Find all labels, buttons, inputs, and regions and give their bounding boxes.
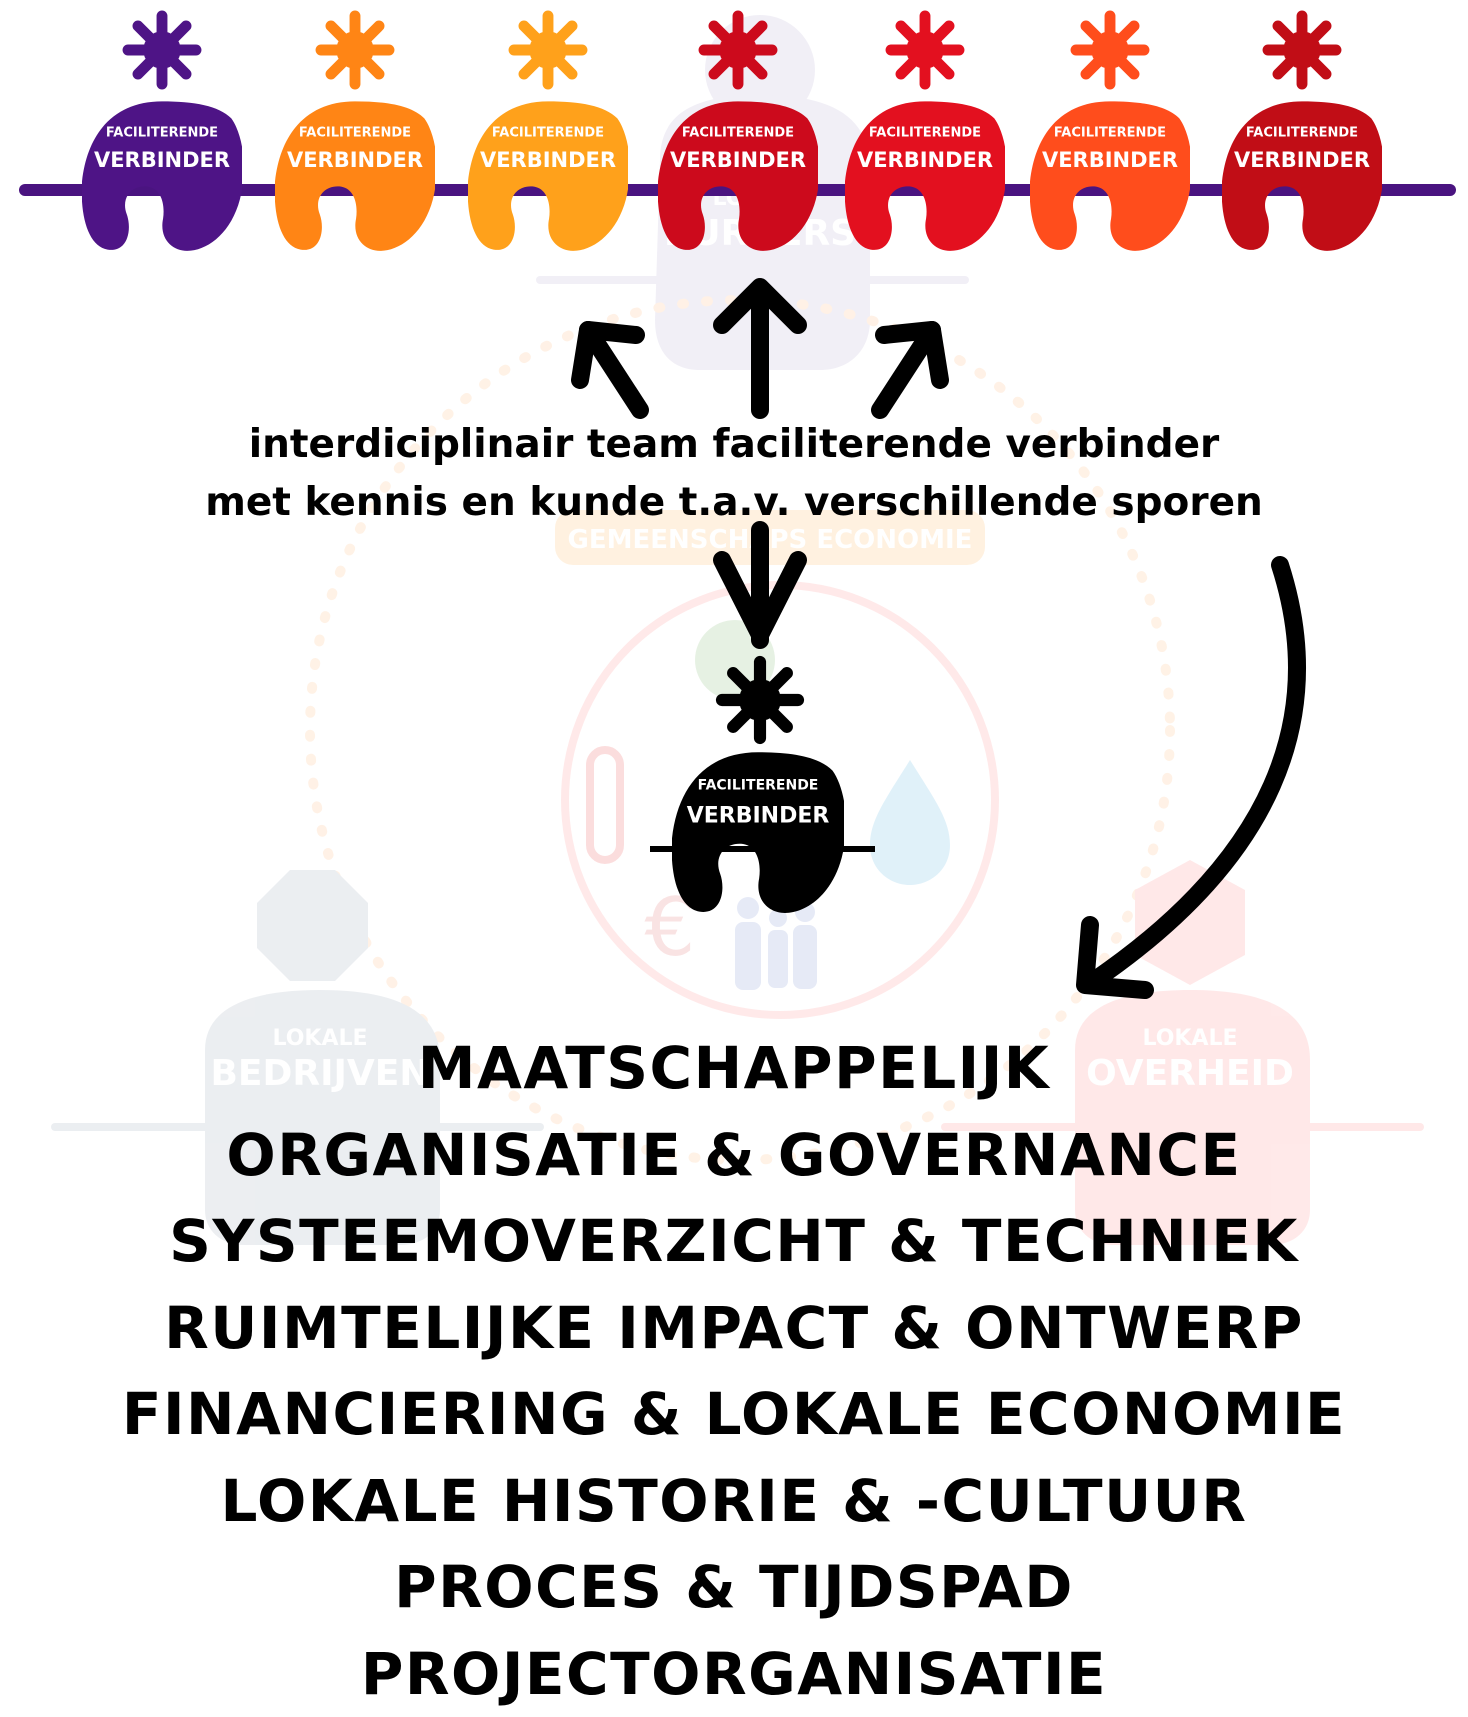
verbinder-label-top: FACILITERENDE <box>1246 125 1358 140</box>
spark-icon <box>1268 16 1336 84</box>
spark-icon <box>704 16 772 84</box>
verbinder-body <box>275 101 437 251</box>
spark-icon <box>514 16 582 84</box>
verbinder-body <box>1030 101 1192 251</box>
faded-water-drop-icon <box>870 760 950 885</box>
verbinder-label-top: FACILITERENDE <box>869 125 981 140</box>
verbinder-figure: FACILITERENDE VERBINDER <box>845 101 1007 251</box>
verbinder-label-top: FACILITERENDE <box>682 125 794 140</box>
faded-thermometer-icon <box>590 750 620 860</box>
spoor-item: MAATSCHAPPELIJK <box>0 1025 1468 1112</box>
verbinder-label-main: VERBINDER <box>1234 148 1370 172</box>
team-caption-line1: interdiciplinair team faciliterende verb… <box>249 422 1220 467</box>
verbinder-label-main: VERBINDER <box>480 148 616 172</box>
verbinder-figure: FACILITERENDE VERBINDER <box>275 101 437 251</box>
spark-icon <box>321 16 389 84</box>
verbinder-label-top: FACILITERENDE <box>299 125 411 140</box>
center-verbinder: FACILITERENDE VERBINDER <box>650 662 875 913</box>
verbinder-label-top: FACILITERENDE <box>106 125 218 140</box>
verbinder-label-main: VERBINDER <box>670 148 806 172</box>
spoor-item: PROJECTORGANISATIE <box>0 1631 1468 1717</box>
verbinder-label-main: VERBINDER <box>1042 148 1178 172</box>
spoor-item: FINANCIERING & LOKALE ECONOMIE <box>0 1371 1468 1458</box>
spark-icon <box>722 662 798 738</box>
verbinder-label-top: FACILITERENDE <box>1054 125 1166 140</box>
verbinder-label-main: VERBINDER <box>687 804 830 829</box>
faded-economie-label: GEMEENSCHAPS ECONOMIE <box>568 525 973 555</box>
spark-icon <box>891 16 959 84</box>
spoor-item: ORGANISATIE & GOVERNANCE <box>0 1112 1468 1199</box>
verbinder-figure: FACILITERENDE VERBINDER <box>658 101 820 251</box>
verbinder-label-main: VERBINDER <box>857 148 993 172</box>
spoor-item: SYSTEEMOVERZICHT & TECHNIEK <box>0 1198 1468 1285</box>
verbinder-figure: FACILITERENDE VERBINDER <box>672 752 846 913</box>
verbinder-label-main: VERBINDER <box>287 148 423 172</box>
spark-icon <box>1076 16 1144 84</box>
verbinder-figure: FACILITERENDE VERBINDER <box>1030 101 1192 251</box>
verbinder-body <box>1222 101 1384 251</box>
spoor-item: RUIMTELIJKE IMPACT & ONTWERP <box>0 1285 1468 1372</box>
verbinder-figure: FACILITERENDE VERBINDER <box>468 101 630 251</box>
verbinder-body <box>845 101 1007 251</box>
verbinder-body <box>468 101 630 251</box>
spoor-item: PROCES & TIJDSPAD <box>0 1544 1468 1631</box>
verbinder-label-main: VERBINDER <box>94 148 230 172</box>
verbinder-label-top: FACILITERENDE <box>492 125 604 140</box>
verbinder-body <box>82 101 244 251</box>
spoor-item: LOKALE HISTORIE & -CULTUUR <box>0 1458 1468 1545</box>
spark-icon <box>128 16 196 84</box>
arrow-up-left <box>580 330 640 410</box>
verbinder-label-top: FACILITERENDE <box>698 778 819 794</box>
team-caption-line2: met kennis en kunde t.a.v. verschillende… <box>205 480 1263 525</box>
verbinder-figure: FACILITERENDE VERBINDER <box>1222 101 1384 251</box>
verbinder-figure: FACILITERENDE VERBINDER <box>82 101 244 251</box>
verbinder-body <box>672 752 846 913</box>
verbinder-body <box>658 101 820 251</box>
arrow-up-right <box>880 330 940 410</box>
